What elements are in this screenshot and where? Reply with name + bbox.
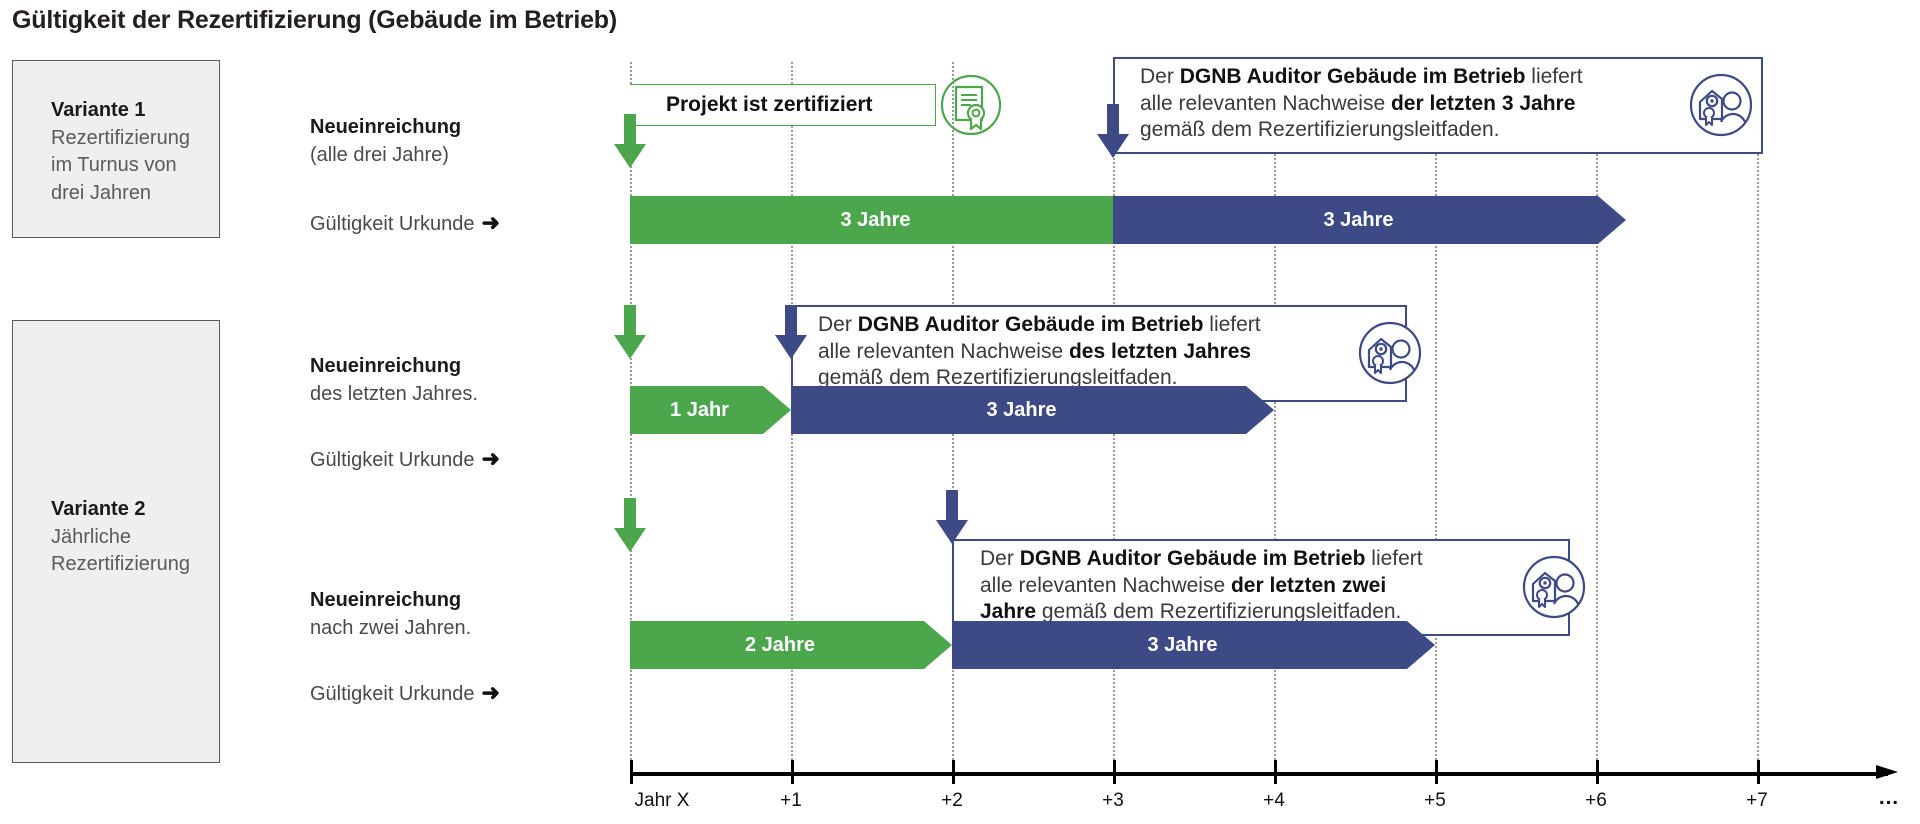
axis-label-0: Jahr X [634, 790, 690, 811]
bar-row3-green: 2 Jahre [630, 621, 952, 669]
variante-1-subtitle-line-3: drei Jahren [51, 181, 152, 204]
axis-label-5: +5 [1424, 790, 1446, 811]
row-variante-1-label-main: Neueinreichung [310, 116, 462, 138]
callout-auditor-row3-line-3: Jahre gemäß dem Rezertifizierungsleitfad… [980, 600, 1402, 624]
row-variante-2-b-label-sub: nach zwei Jahren. [310, 617, 472, 639]
row-variante-2-b-label-main: Neueinreichung [310, 589, 462, 611]
gridline-year-6 [1596, 62, 1598, 772]
bar-row1-green-label: 3 Jahre [840, 208, 911, 231]
row-variante-2-a-label-main: Neueinreichung [310, 355, 462, 377]
gridline-year-4 [1274, 62, 1276, 772]
down-arrow-green-row2 [613, 305, 647, 363]
arrow-right-icon: ➜ [481, 446, 500, 471]
down-arrow-green-row3 [613, 498, 647, 556]
down-arrow-blue-row2 [774, 305, 808, 363]
bar-row3-blue-label: 3 Jahre [1147, 633, 1218, 656]
row-variante-2-b-validity-label: Gültigkeit Urkunde [310, 683, 475, 705]
axis-label-1: +1 [780, 790, 802, 811]
variante-1-subtitle-line-2: im Turnus von [51, 154, 177, 177]
bar-row1-blue: 3 Jahre [1113, 196, 1626, 244]
callout-auditor-row1-line-3: gemäß dem Rezertifizierungsleitfaden. [1140, 118, 1500, 142]
row-variante-2-b-label: Neueinreichung nach zwei Jahren. [310, 586, 471, 642]
axis-tick-5 [1435, 760, 1438, 784]
axis-label-3: +3 [1102, 790, 1124, 811]
row-variante-2-a-label: Neueinreichung des letzten Jahres. [310, 352, 478, 408]
gridline-year-5 [1435, 62, 1437, 772]
arrow-right-icon: ➜ [481, 680, 500, 705]
axis-tick-1 [791, 760, 794, 784]
down-arrow-green-row1 [613, 114, 647, 172]
axis-tick-4 [1274, 760, 1277, 784]
axis-arrow-icon [1876, 760, 1904, 791]
certificate-icon [940, 74, 1002, 136]
axis-tick-6 [1596, 760, 1599, 784]
callout-projekt-zertifiziert [630, 84, 936, 126]
variante-1-subtitle-line-1: Rezertifizierung [51, 126, 190, 149]
down-arrow-blue-row1 [1096, 104, 1130, 162]
axis-tick-0 [630, 760, 633, 784]
bar-row3-green-label: 2 Jahre [744, 633, 816, 656]
callout-auditor-row2 [791, 305, 1407, 402]
callout-auditor-row1-line-2: alle relevanten Nachweise der letzten 3 … [1140, 91, 1576, 115]
callout-projekt-zertifiziert-text: Projekt ist zertifiziert [666, 93, 873, 116]
axis-label-6: +6 [1585, 790, 1607, 811]
axis-label-2: +2 [941, 790, 963, 811]
bar-row3-blue: 3 Jahre [952, 621, 1435, 669]
page-title: Gültigkeit der Rezertifizierung (Gebäude… [12, 6, 617, 34]
callout-auditor-row2-line-3: gemäß dem Rezertifizierungsleitfaden. [818, 366, 1178, 390]
callout-auditor-row3-line-2: alle relevanten Nachweise der letzten zw… [980, 573, 1387, 597]
row-variante-2-b-validity: Gültigkeit Urkunde ➜ [310, 678, 500, 709]
bar-row2-green-label: 1 Jahr [670, 398, 729, 421]
callout-auditor-row3-line-1: Der DGNB Auditor Gebäude im Betrieb lief… [980, 547, 1423, 570]
bar-row2-blue: 3 Jahre [791, 386, 1274, 434]
row-variante-1-validity-label: Gültigkeit Urkunde [310, 213, 475, 235]
variante-2-box: Variante 2 Jährliche Rezertifizierung [12, 320, 220, 763]
axis-tick-7 [1757, 760, 1760, 784]
callout-auditor-row2-line-1: Der DGNB Auditor Gebäude im Betrieb lief… [818, 313, 1261, 336]
row-variante-1-label: Neueinreichung (alle drei Jahre) [310, 113, 461, 169]
bar-row1-blue-label: 3 Jahre [1323, 208, 1394, 231]
axis-label-7: +7 [1746, 790, 1768, 811]
row-variante-2-a-validity-label: Gültigkeit Urkunde [310, 449, 475, 471]
row-variante-2-a-validity: Gültigkeit Urkunde ➜ [310, 444, 500, 475]
bar-row1-green: 3 Jahre [630, 196, 1143, 244]
callout-auditor-row2-text: Der DGNB Auditor Gebäude im Betrieb lief… [818, 312, 1378, 392]
variante-2-subtitle-line-1: Jährliche [51, 525, 132, 548]
variante-1-box: Variante 1 Rezertifizierung im Turnus vo… [12, 60, 220, 238]
callout-auditor-row1 [1113, 57, 1763, 154]
auditor-icon [1521, 554, 1587, 620]
bar-row2-blue-label: 3 Jahre [986, 398, 1057, 421]
axis-tick-3 [1113, 760, 1116, 784]
auditor-icon [1357, 320, 1423, 386]
gridline-year-7 [1757, 62, 1759, 772]
row-variante-1-label-sub: (alle drei Jahre) [310, 144, 449, 166]
bar-row2-green: 1 Jahr [630, 386, 791, 434]
axis-tick-2 [952, 760, 955, 784]
callout-auditor-row3-text: Der DGNB Auditor Gebäude im Betrieb lief… [980, 546, 1525, 626]
arrow-right-icon: ➜ [481, 210, 500, 235]
row-variante-1-validity: Gültigkeit Urkunde ➜ [310, 208, 500, 239]
variante-2-title: Variante 2 [51, 498, 146, 520]
auditor-icon [1688, 72, 1754, 138]
callout-auditor-row2-line-2: alle relevanten Nachweise des letzten Ja… [818, 339, 1252, 363]
down-arrow-blue-row3 [935, 490, 969, 548]
axis-ellipsis: … [1878, 786, 1899, 809]
axis-label-4: +4 [1263, 790, 1285, 811]
variante-2-subtitle-line-2: Rezertifizierung [51, 553, 190, 576]
callout-auditor-row1-text: Der DGNB Auditor Gebäude im Betrieb lief… [1140, 64, 1720, 144]
timeline-axis [630, 772, 1888, 776]
callout-auditor-row1-line-1: Der DGNB Auditor Gebäude im Betrieb lief… [1140, 65, 1583, 88]
variante-1-title: Variante 1 [51, 99, 146, 121]
row-variante-2-a-label-sub: des letzten Jahres. [310, 383, 478, 405]
